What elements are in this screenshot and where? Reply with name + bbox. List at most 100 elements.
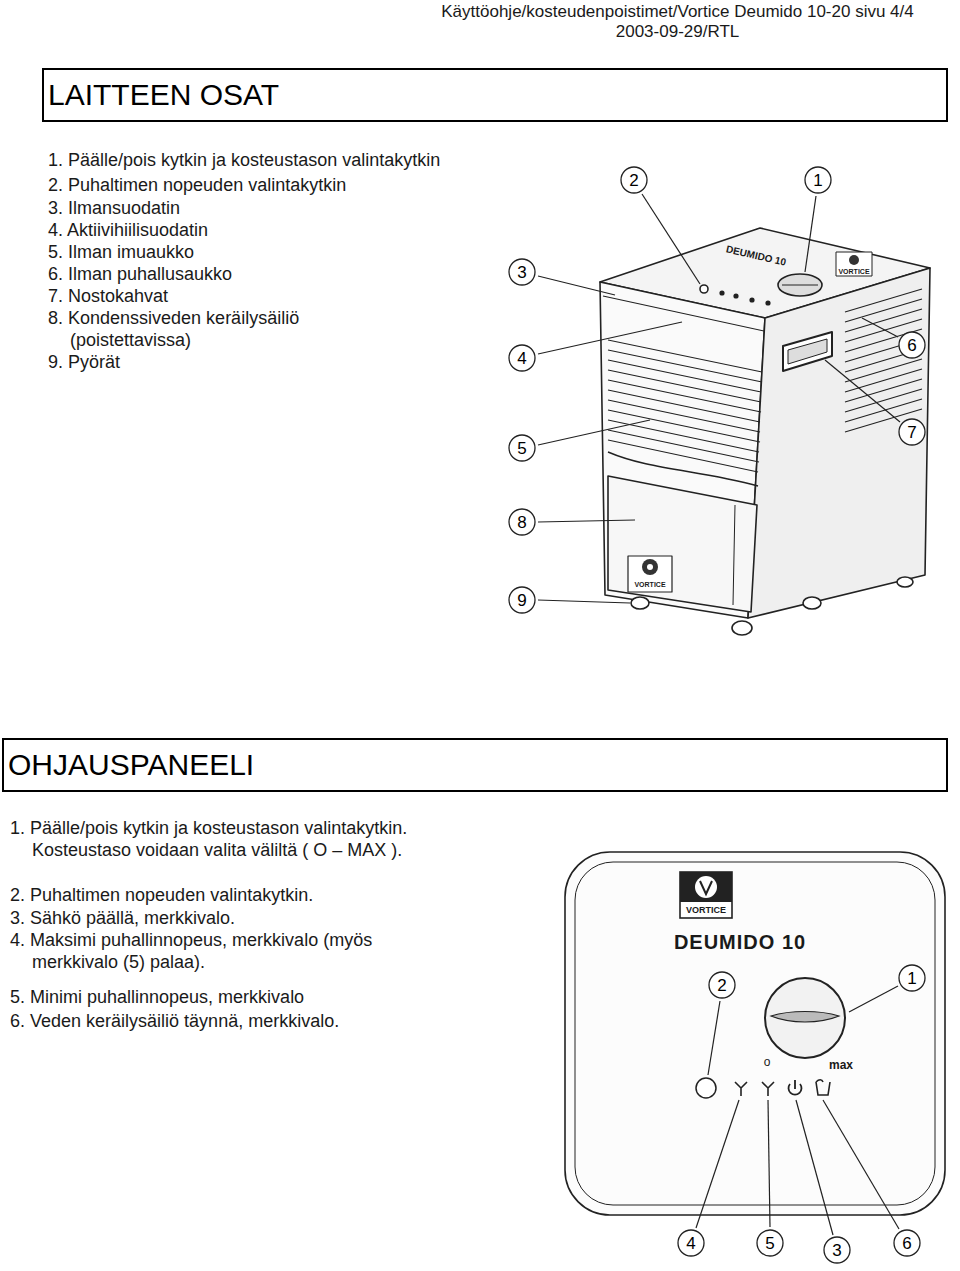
callout-number: 6 xyxy=(907,337,916,354)
control-panel-drawing xyxy=(565,852,945,1215)
callout-ring xyxy=(894,1230,920,1256)
parts-list-item: 5. Ilman imuaukko xyxy=(48,241,498,263)
parts-list-item: 4. Aktiivihiilisuodatin xyxy=(48,219,498,241)
panel-list-item: 5. Minimi puhallinnopeus, merkkivalo xyxy=(10,986,480,1008)
side-grille xyxy=(845,289,922,432)
wheel xyxy=(897,577,913,587)
top-button xyxy=(700,285,708,293)
model-name: DEUMIDO 10 xyxy=(645,930,835,954)
front-grille xyxy=(608,340,762,486)
callout-circle: 8 xyxy=(508,508,536,536)
leader-lines-top xyxy=(538,194,900,603)
section-heading: OHJAUSPANEELI xyxy=(2,738,948,792)
panel-list-item: 4. Maksimi puhallinnopeus, merkkivalo (m… xyxy=(10,929,405,973)
callout-circle: 4 xyxy=(508,344,536,372)
handle-recess xyxy=(788,339,827,364)
callout-ring xyxy=(805,167,831,193)
page-header: Käyttöohje/kosteudenpoistimet/Vortice De… xyxy=(405,2,950,22)
control-knob xyxy=(765,978,845,1058)
callout-ring xyxy=(509,587,535,613)
top-knob-grip xyxy=(782,285,818,286)
callout-ring xyxy=(899,419,925,445)
callout-circle: 3 xyxy=(508,258,536,286)
callout-number: 8 xyxy=(517,514,526,531)
water-tank xyxy=(608,476,757,612)
callout-number: 3 xyxy=(517,264,526,281)
callout-number: 1 xyxy=(907,970,916,987)
wheel xyxy=(732,621,752,635)
callout-ring xyxy=(757,1230,783,1256)
panel-list-item: 3. Sähkö päällä, merkkivalo. xyxy=(10,907,480,929)
top-light xyxy=(766,301,770,305)
front-logo-swirl-center xyxy=(647,564,653,570)
callout-circle: 2 xyxy=(620,166,648,194)
callout-ring xyxy=(899,965,925,991)
callout-circle: 7 xyxy=(898,418,926,446)
callout-ring xyxy=(621,167,647,193)
panel-logo-v xyxy=(700,881,712,894)
panel-logo xyxy=(680,872,732,918)
parts-list-item: 9. Pyörät xyxy=(48,351,498,373)
callout-ring xyxy=(509,345,535,371)
panel-logo-top xyxy=(680,872,732,902)
front-logo-swirl xyxy=(642,559,658,575)
callout-number: 4 xyxy=(686,1235,695,1252)
top-light xyxy=(750,298,754,302)
parts-list-item: 7. Nostokahvat xyxy=(48,285,498,307)
tank-full-icon xyxy=(816,1080,830,1095)
top-knob xyxy=(778,274,822,296)
callout-ring xyxy=(678,1230,704,1256)
leader-lines-panel xyxy=(696,986,899,1235)
power-icon xyxy=(788,1080,801,1095)
callout-circle: 6 xyxy=(898,331,926,359)
panel-list-item: 6. Veden keräilysäiliö täynnä, merkkival… xyxy=(10,1010,480,1032)
dial-mark: max xyxy=(825,1058,857,1072)
callout-ring xyxy=(509,509,535,535)
logo-text: VORTICE xyxy=(834,268,874,276)
callout-circle: 4 xyxy=(677,1229,705,1257)
heading-text: LAITTEEN OSAT xyxy=(44,78,279,112)
callout-ring xyxy=(509,435,535,461)
panel-inner-outline xyxy=(575,862,935,1205)
callout-number: 9 xyxy=(517,592,526,609)
section-heading: LAITTEEN OSAT xyxy=(42,68,948,122)
callout-number: 6 xyxy=(902,1235,911,1252)
callout-circle: 5 xyxy=(756,1229,784,1257)
callout-circle: 3 xyxy=(823,1236,851,1264)
panel-outline xyxy=(565,852,945,1215)
callout-number: 5 xyxy=(765,1235,774,1252)
callout-circle: 6 xyxy=(893,1229,921,1257)
dehumidifier-drawing xyxy=(600,228,930,635)
dial-mark: o xyxy=(760,1055,774,1069)
callout-circle: 9 xyxy=(508,586,536,614)
parts-list-item: 6. Ilman puhallusaukko xyxy=(48,263,498,285)
callout-circle: 2 xyxy=(708,971,736,999)
callout-number: 1 xyxy=(813,172,822,189)
fan-icon-max xyxy=(735,1082,747,1096)
logo-text: VORTICE xyxy=(681,904,731,916)
top-light xyxy=(720,291,724,295)
fan-icon-min xyxy=(762,1082,774,1096)
filter-edge xyxy=(603,296,764,331)
front-face xyxy=(600,282,765,618)
callout-number: 7 xyxy=(907,424,916,441)
parts-list-item: 3. Ilmansuodatin xyxy=(48,197,498,219)
callout-circle: 5 xyxy=(508,434,536,462)
parts-list-item: 2. Puhaltimen nopeuden valintakytkin xyxy=(48,174,498,196)
wheel xyxy=(803,597,821,609)
model-name: DEUMIDO 10 xyxy=(718,242,795,271)
tank-seam xyxy=(733,505,735,605)
parts-list-item: 8. Kondenssiveden keräilysäiliö (poistet… xyxy=(48,307,378,351)
callout-circle: 1 xyxy=(804,166,832,194)
callout-ring xyxy=(509,259,535,285)
parts-list-item: 1. Päälle/pois kytkin ja kosteustason va… xyxy=(48,149,498,171)
callout-circle: 1 xyxy=(898,964,926,992)
callout-number: 2 xyxy=(717,977,726,994)
callout-ring xyxy=(899,332,925,358)
front-logo xyxy=(628,556,672,592)
panel-logo-swirl xyxy=(695,876,717,898)
fan-speed-button xyxy=(696,1078,716,1098)
callout-ring xyxy=(824,1237,850,1263)
panel-list-item: 1. Päälle/pois kytkin ja kosteustason va… xyxy=(10,817,480,861)
